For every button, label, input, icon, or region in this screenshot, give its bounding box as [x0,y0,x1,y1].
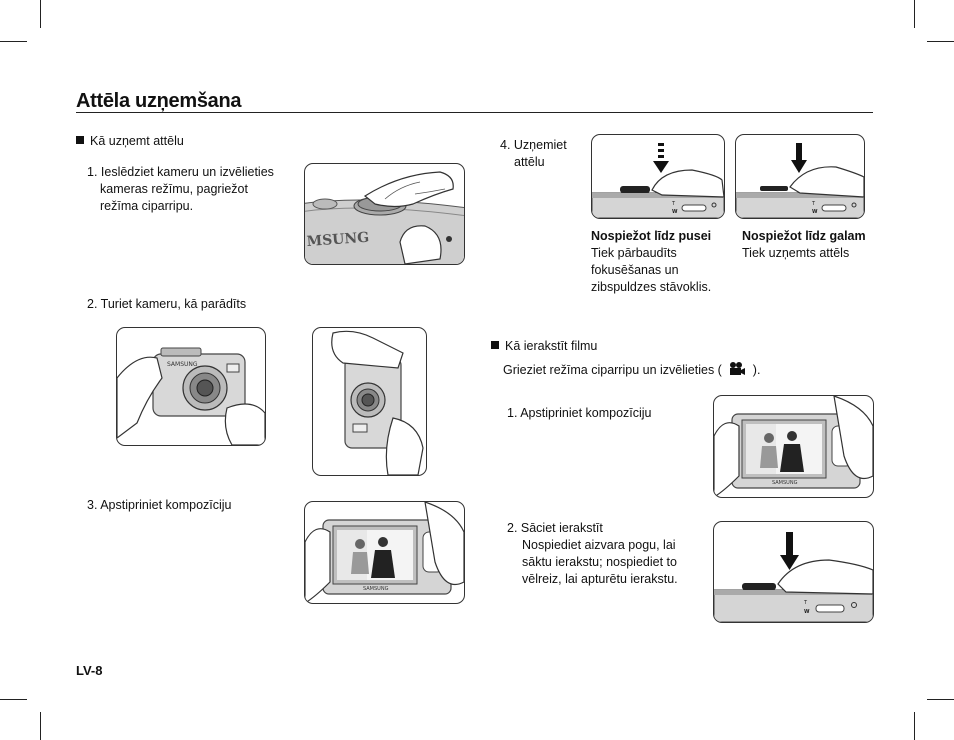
square-bullet-icon [491,341,499,349]
svg-text:SAMSUNG: SAMSUNG [167,361,198,368]
movie-press-illustration: T W [713,521,874,623]
crop-mark [40,0,41,28]
svg-text:SAMSUNG: SAMSUNG [363,586,389,592]
half-press-caption: Nospiežot līdz pusei Tiek pārbaudīts fok… [591,229,712,294]
section-heading-movie: Kā ierakstīt filmu [491,338,597,355]
crop-mark [0,699,27,700]
step-2-text: 2. Turiet kameru, kā parādīts [87,297,247,311]
down-arrow-icon [791,143,807,173]
compose-lcd-illustration: SAMSUNG [304,501,465,604]
dashed-down-arrow-icon [653,143,669,173]
crop-mark [0,41,27,42]
hold-horizontal-illustration: SAMSUNG [116,327,266,446]
crop-mark [40,712,41,740]
page-number: LV-8 [76,663,103,678]
brand-text: MSUNG [306,230,370,250]
movie-instruction: Grieziet režīma ciparripu un izvēlieties… [503,361,760,382]
svg-text:W: W [804,609,810,615]
svg-text:T: T [803,600,808,606]
step-4-text: 4. Uzņemiet attēlu [500,138,567,169]
full-press-caption: Nospiežot līdz galam Tiek uzņemts attēls [742,229,866,260]
half-press-illustration: T W [591,134,725,219]
section-heading-photo: Kā uzņemt attēlu [76,133,184,150]
crop-mark [927,41,954,42]
full-press-illustration: T W [735,134,865,219]
svg-text:T: T [811,201,816,207]
square-bullet-icon [76,136,84,144]
movie-compose-lcd-illustration: SAMSUNG [713,395,874,498]
page-title: Attēla uzņemšana [76,90,242,112]
svg-text:SAMSUNG: SAMSUNG [772,480,798,486]
svg-text:W: W [672,209,678,215]
svg-text:W: W [812,209,818,215]
movie-step-2-text: 2. Sāciet ierakstīt Nospiediet aizvara p… [507,521,678,586]
step-1-text: 1. Ieslēdziet kameru un izvēlieties kame… [87,165,274,213]
hold-vertical-illustration [312,327,427,476]
crop-mark [914,0,915,28]
title-rule [76,112,873,113]
step-3-text: 3. Apstipriniet kompozīciju [87,498,232,512]
movie-camera-icon [728,361,746,382]
svg-text:T: T [671,201,676,207]
crop-mark [927,699,954,700]
down-arrow-icon [780,532,799,570]
mode-dial-illustration: MSUNG [304,163,465,265]
crop-mark [914,712,915,740]
movie-step-1-text: 1. Apstipriniet kompozīciju [507,406,652,420]
